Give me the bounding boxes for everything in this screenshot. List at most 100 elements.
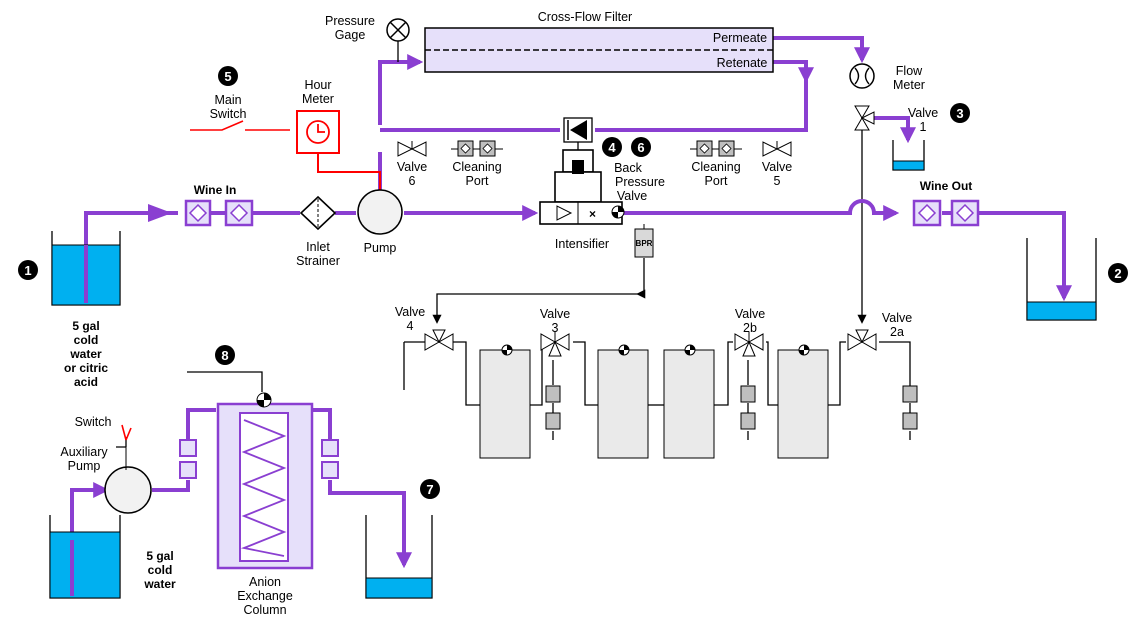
- tank-aux-caption-1: 5 gal: [146, 549, 173, 563]
- valve-5: Valve 5: [762, 141, 792, 188]
- marker-8: 8: [215, 345, 235, 365]
- valve-1-label-1: Valve: [908, 106, 938, 120]
- retenate-label: Retenate: [717, 56, 768, 70]
- cleaning-port-left: Cleaning Port: [451, 140, 503, 188]
- cleaning-port-right-label-1: Cleaning: [691, 160, 740, 174]
- pressure-gage: Pressure Gage: [325, 14, 410, 62]
- tank-left: 5 gal cold water or citric acid: [51, 231, 121, 389]
- cleaning-port-right-label-2: Port: [705, 174, 728, 188]
- sample-ports: [545, 385, 918, 430]
- anion-label-3: Column: [243, 603, 286, 617]
- auxiliary-pump-label-2: Pump: [68, 459, 101, 473]
- switch-label: Switch: [75, 415, 112, 429]
- valve-2b: Valve 2b: [734, 307, 765, 357]
- cross-flow-filter: Cross-Flow Filter Permeate Retenate: [424, 10, 774, 73]
- cleaning-port-right: Cleaning Port: [690, 140, 742, 188]
- numbered-markers: 1 2 3 4 5 6 7 8: [18, 66, 1128, 499]
- valve-6-label-1: Valve: [397, 160, 427, 174]
- valve-3-label-1: Valve: [540, 307, 570, 321]
- pressure-gage-label-1: Pressure: [325, 14, 375, 28]
- valve-2a-label-1: Valve: [882, 311, 912, 325]
- flow-meter-label-1: Flow: [896, 64, 923, 78]
- inlet-strainer-label-1: Inlet: [306, 240, 330, 254]
- wine-in-label: Wine In: [194, 183, 237, 197]
- anion-label-1: Anion: [249, 575, 281, 589]
- check-valve: [563, 117, 593, 143]
- marker-6: 6: [631, 137, 651, 157]
- valve-3: Valve 3: [540, 307, 570, 357]
- valve-4-label-1: Valve: [395, 305, 425, 319]
- valve-2a-label-2: 2a: [890, 325, 904, 339]
- valve-1: Valve 1: [854, 105, 938, 134]
- inlet-strainer: Inlet Strainer: [296, 195, 340, 268]
- tank-left-caption-2: cold: [74, 333, 99, 347]
- valve-2b-label-2: 2b: [743, 321, 757, 335]
- bpr-label: BPR: [636, 239, 653, 248]
- tank-aux-caption-2: cold: [148, 563, 173, 577]
- marker-2: 2: [1108, 263, 1128, 283]
- svg-text:3: 3: [956, 106, 963, 121]
- tank-aux: 5 gal cold water: [49, 515, 176, 599]
- marker-7: 7: [420, 479, 440, 499]
- tank-column-out: [365, 515, 433, 599]
- valve-1-sample-beaker: [892, 140, 925, 171]
- main-switch: Main Switch: [190, 93, 290, 131]
- svg-text:5: 5: [224, 69, 231, 84]
- marker-4: 4: [602, 137, 622, 157]
- back-pressure-regulator: BPR: [634, 224, 654, 258]
- hour-meter-label-1: Hour: [304, 78, 331, 92]
- valve-5-label-1: Valve: [762, 160, 792, 174]
- marker-3: 3: [950, 103, 970, 123]
- cross-flow-filter-label: Cross-Flow Filter: [538, 10, 632, 24]
- back-pressure-valve-label-3: Valve: [617, 189, 647, 203]
- valve-4: Valve 4: [395, 305, 454, 351]
- svg-text:×: ×: [589, 207, 596, 221]
- svg-text:7: 7: [426, 482, 433, 497]
- svg-text:4: 4: [608, 140, 616, 155]
- valve-2b-label-1: Valve: [735, 307, 765, 321]
- hour-meter: Hour Meter: [296, 78, 381, 190]
- process-piping: [70, 36, 1072, 569]
- flow-meter-label-2: Meter: [893, 78, 925, 92]
- svg-text:2: 2: [1114, 266, 1121, 281]
- auxiliary-pump: Switch Auxiliary Pump: [60, 415, 152, 514]
- pump-label: Pump: [364, 241, 397, 255]
- valve-2a: Valve 2a: [847, 311, 912, 351]
- valve-4-label-2: 4: [407, 319, 414, 333]
- valve-6: Valve 6: [397, 141, 427, 188]
- valve-1-label-2: 1: [920, 120, 927, 134]
- tank-aux-caption-3: water: [143, 577, 176, 591]
- pressure-vessels: [479, 344, 829, 459]
- pressure-gage-label-2: Gage: [335, 28, 366, 42]
- wine-out-fittings: Wine Out: [912, 179, 980, 227]
- cleaning-port-left-label-2: Port: [466, 174, 489, 188]
- svg-text:8: 8: [221, 348, 228, 363]
- marker-1: 1: [18, 260, 38, 280]
- anion-exchange-column: Anion Exchange Column: [216, 392, 314, 617]
- inlet-strainer-label-2: Strainer: [296, 254, 340, 268]
- back-pressure-valve-label-2: Pressure: [615, 175, 665, 189]
- svg-text:1: 1: [24, 263, 31, 278]
- cleaning-port-left-label-1: Cleaning: [452, 160, 501, 174]
- auxiliary-pump-label-1: Auxiliary: [60, 445, 108, 459]
- valve-6-label-2: 6: [409, 174, 416, 188]
- tank-left-caption-3: water: [69, 347, 102, 361]
- wine-in-fittings: Wine In: [184, 183, 254, 227]
- intensifier: × Intensifier: [539, 142, 623, 251]
- pump: Pump: [357, 189, 403, 255]
- marker-5: 5: [218, 66, 238, 86]
- main-switch-label-2: Switch: [210, 107, 247, 121]
- back-pressure-valve: Back Pressure Valve: [611, 161, 665, 219]
- valve-3-label-2: 3: [552, 321, 559, 335]
- tank-wine-out: [1026, 238, 1097, 321]
- anion-label-2: Exchange: [237, 589, 293, 603]
- signal-lines: [116, 110, 911, 448]
- hour-meter-label-2: Meter: [302, 92, 334, 106]
- valve-5-label-2: 5: [774, 174, 781, 188]
- back-pressure-valve-label-1: Back: [614, 161, 643, 175]
- tank-left-caption-5: acid: [74, 375, 98, 389]
- tank-left-caption-4: or citric: [64, 361, 108, 375]
- main-switch-label-1: Main: [214, 93, 241, 107]
- svg-text:6: 6: [637, 140, 644, 155]
